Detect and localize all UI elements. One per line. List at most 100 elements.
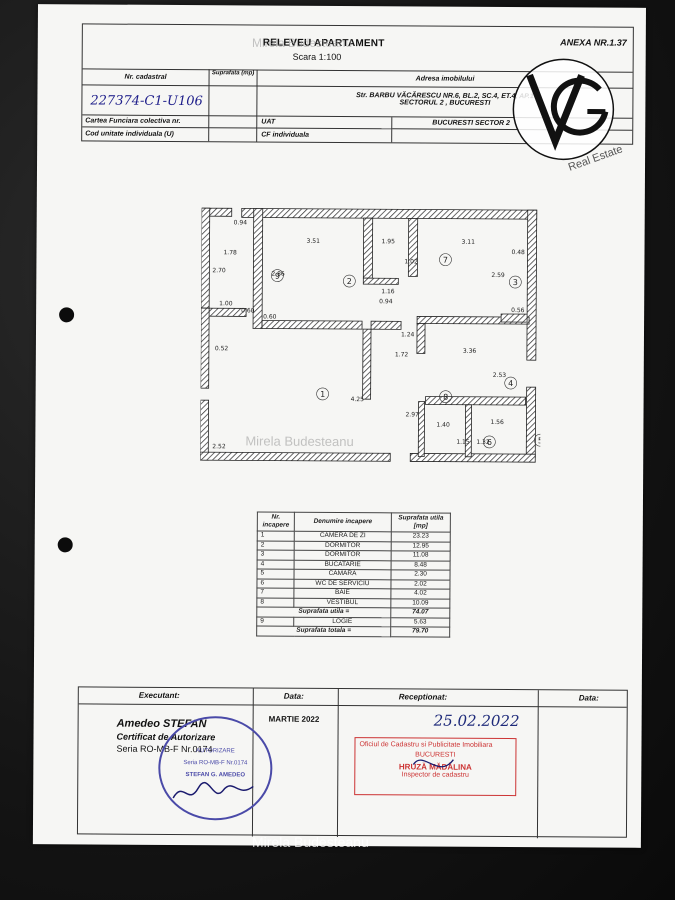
cell-nr: 4 <box>257 559 295 570</box>
cell-nr: 9 <box>256 616 294 627</box>
room-number: 4 <box>508 379 513 388</box>
cell-area: 2.02 <box>390 579 450 590</box>
plan-dimension: 1.15 <box>456 439 470 446</box>
data2-label: Data: <box>578 693 599 703</box>
plan-dimension: 0.60 <box>263 314 277 321</box>
room-number: 8 <box>443 393 448 402</box>
red-stamp-text: Oficiul de Cadastru si Publicitate Imobi… <box>359 741 493 749</box>
plan-dimension: 0.52 <box>215 345 229 352</box>
signature-scribble <box>172 781 254 799</box>
room-number: 3 <box>513 278 518 287</box>
plan-dimension: 0.94 <box>379 298 393 305</box>
document-scale: Scara 1:100 <box>292 51 342 62</box>
receptionat-label: Receptionat: <box>398 692 448 702</box>
plan-dimension: 1.56 <box>490 419 504 426</box>
suprafata-header: Suprafata (mp) <box>209 69 258 87</box>
cell-area: 11.08 <box>391 550 451 561</box>
room-number: 2 <box>347 277 352 286</box>
cell-name: CAMERA DE ZI <box>294 531 392 542</box>
cell-area: 23.23 <box>391 531 451 542</box>
plan-dimension: 2.59 <box>491 272 505 279</box>
plan-dimension: 1.78 <box>223 249 237 256</box>
floor-plan: 0.94 1.78 3.51 1.95 3.11 0.48 2.70 2.86 … <box>200 207 542 463</box>
cf-individuala-label: CF individuala <box>257 128 393 143</box>
cell-nr: 1 <box>257 530 295 541</box>
plan-dimension: 1.72 <box>395 351 409 358</box>
plan-dimension: 2.97 <box>405 411 419 418</box>
cell-nr: 3 <box>257 549 295 560</box>
watermark-text: Mirela Budesteanu <box>252 36 353 50</box>
plan-dimension: 2.53 <box>493 372 507 379</box>
cell-nr: 2 <box>257 540 295 551</box>
vg-realestate-logo: Real Estate <box>507 53 628 174</box>
punch-hole <box>57 537 73 553</box>
document-sheet: RELEVEU APARTAMENT Scara 1:100 ANEXA NR.… <box>32 4 646 848</box>
cell-area: 8.48 <box>391 560 451 571</box>
room-number: 6 <box>487 438 492 447</box>
plan-dimension: 1.24 <box>401 331 415 338</box>
plan-dimension: 3.36 <box>463 348 477 355</box>
plan-dimension: 1.40 <box>436 422 450 429</box>
cell-name: CAMARA <box>294 569 392 580</box>
cell-area: 12.95 <box>391 541 451 552</box>
punch-hole <box>59 307 75 323</box>
annex-number: ANEXA NR.1.37 <box>560 37 627 48</box>
cell-nr: 8 <box>256 597 294 608</box>
nr-cadastral-value: 227374-C1-U106 <box>90 93 203 110</box>
watermark-text: Mirela Budesteanu <box>245 433 354 450</box>
cell-name: DORMITOR <box>294 540 392 551</box>
room-number: 7 <box>443 256 448 265</box>
cell-area: 4.02 <box>390 588 450 599</box>
plan-dimension: 1.00 <box>219 300 233 307</box>
col-area-header: Suprafata utila [mp] <box>391 512 451 533</box>
plan-dimension: 3.11 <box>462 239 476 246</box>
cell-nr: 5 <box>257 568 295 579</box>
seal-text: Seria RO-MB-F Nr.0174 <box>183 760 248 767</box>
plan-dimension: 0.60 <box>241 307 255 314</box>
nr-cadastral-header: Nr. cadastral <box>82 68 210 87</box>
cell-name: WC DE SERVICIU <box>293 578 391 589</box>
signature-block: Executant: Data: Receptionat: Data: Amed… <box>76 686 628 839</box>
nr-cadastral-cell: 227374-C1-U106 <box>82 85 210 117</box>
cell-name: DORMITOR <box>294 550 392 561</box>
col-name-header: Denumire incapere <box>294 512 392 532</box>
executant-label: Executant: <box>138 690 180 701</box>
cell-nr: 7 <box>256 587 294 598</box>
util-value: 74.07 <box>390 607 450 618</box>
seal-text: AUTORIZARE <box>196 748 235 755</box>
cell-nr: 6 <box>256 578 295 589</box>
plan-dimension: 1.95 <box>382 238 396 245</box>
plan-dimension: 2.70 <box>212 267 226 274</box>
plan-dimension: 3.51 <box>307 238 321 245</box>
plan-dimension: 0.94 <box>234 219 248 226</box>
room-number: 9 <box>275 272 280 281</box>
plan-dimension: 2.52 <box>212 443 226 450</box>
suprafata-cell <box>209 86 258 117</box>
cell-name: BUCATARIE <box>294 559 392 570</box>
plan-dimension: 4.25 <box>351 396 365 403</box>
data-label: Data: <box>283 691 304 701</box>
grand-total-row: Suprafata totala =79.70 <box>256 625 450 637</box>
total-label: Suprafata totala = <box>256 625 391 637</box>
room-number: 5 <box>538 436 542 445</box>
cell-area: 2.30 <box>390 569 451 580</box>
receptionist-signature <box>412 759 454 768</box>
plan-dimension: 1.16 <box>381 288 395 295</box>
date-value: MARTIE 2022 <box>268 714 320 724</box>
uat-label: UAT <box>257 116 393 130</box>
total-value: 79.70 <box>390 626 450 637</box>
cod-unitate-label: Cod unitate individuala (U) <box>82 127 210 142</box>
cell-area: 5.63 <box>390 617 450 628</box>
cell-name: LOGIE <box>293 616 391 627</box>
plan-dimension: 2.86 <box>271 271 285 278</box>
room-number: 1 <box>320 390 325 399</box>
cf-colectiva-label: Cartea Funciara colectiva nr. <box>82 115 210 129</box>
plan-dimension: 1.02 <box>404 258 418 265</box>
reception-date: 25.02.2022 <box>433 711 520 731</box>
cell-name: VESTIBUL <box>293 597 391 608</box>
plan-dimension: 0.48 <box>511 249 525 256</box>
col-nr-header: Nr. incapere <box>257 511 295 532</box>
watermark-text: Mirela Budesteanu <box>252 834 369 850</box>
cell-area: 10.09 <box>390 598 450 609</box>
rooms-table: Nr. incapere Denumire incapere Suprafata… <box>256 511 451 637</box>
